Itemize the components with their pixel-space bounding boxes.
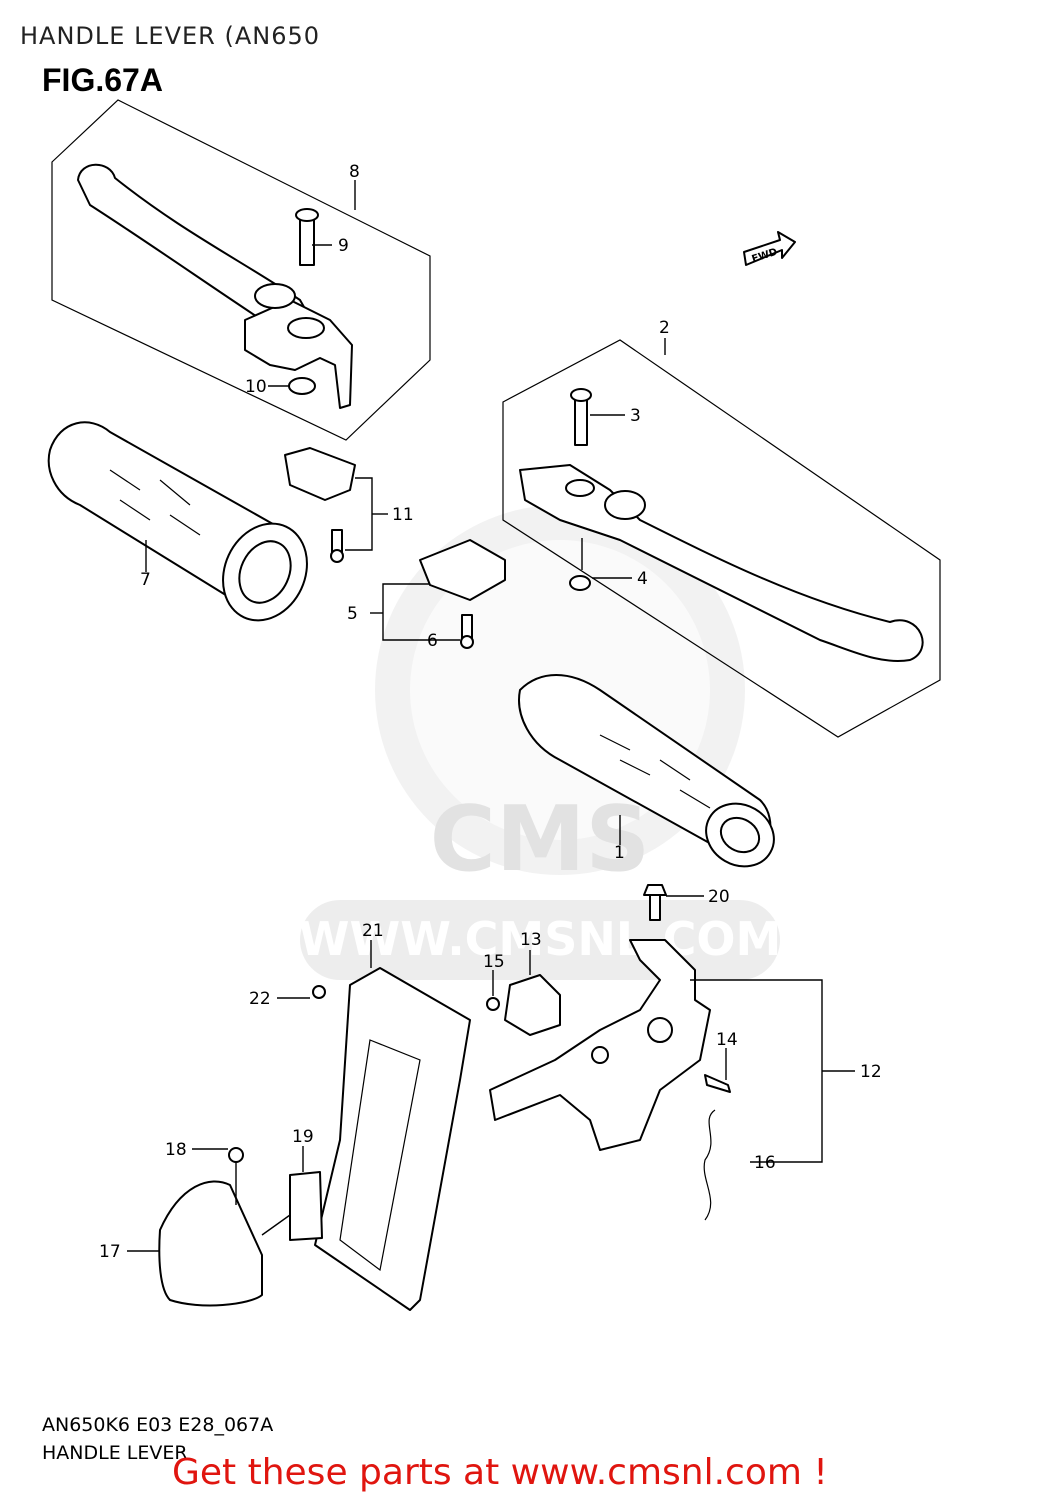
- figure-title: FIG.67A: [42, 62, 163, 98]
- callout-21: 21: [362, 921, 384, 941]
- callout-10: 10: [245, 377, 267, 397]
- callout-19: 19: [292, 1127, 314, 1147]
- left-grip: [47, 421, 308, 622]
- callout-15: 15: [483, 952, 505, 972]
- callout-8: 8: [349, 162, 360, 182]
- callout-22: 22: [249, 989, 271, 1009]
- callout-3: 3: [630, 406, 641, 426]
- callout-13: 13: [520, 930, 542, 950]
- right-grip: [518, 674, 775, 868]
- promo-link[interactable]: Get these parts at www.cmsnl.com !: [172, 1452, 828, 1493]
- callout-labels: 8 9 10 11 7 5 6 2 3 4 1 20 21 22 13 15: [99, 162, 882, 1262]
- fwd-arrow-icon: FWD: [743, 231, 796, 266]
- callout-9: 9: [338, 236, 349, 256]
- switch-13: [486, 974, 561, 1036]
- right-lever-assembly: [502, 339, 941, 738]
- callout-5: 5: [347, 604, 358, 624]
- callout-12: 12: [860, 1062, 882, 1082]
- pad-19: [289, 1171, 323, 1241]
- diagram-name: HANDLE LEVER: [42, 1442, 188, 1464]
- callout-16: 16: [754, 1153, 776, 1173]
- callout-6: 6: [427, 631, 438, 651]
- cover-17: [158, 1147, 263, 1307]
- callout-4: 4: [637, 569, 648, 589]
- callout-18: 18: [165, 1140, 187, 1160]
- callout-11: 11: [392, 505, 414, 525]
- callout-2: 2: [659, 318, 670, 338]
- watermark-logo: CMS: [430, 787, 650, 892]
- diagram-code: AN650K6 E03 E28_067A: [42, 1414, 274, 1436]
- callout-17: 17: [99, 1242, 121, 1262]
- callout-20: 20: [708, 887, 730, 907]
- bracket-12: [489, 884, 731, 1221]
- header-title: HANDLE LEVER (AN650: [20, 22, 321, 50]
- callout-1: 1: [614, 843, 625, 863]
- cover-21: [312, 967, 471, 1311]
- callout-7: 7: [140, 570, 151, 590]
- left-lever-assembly: [51, 99, 431, 441]
- watermark-text: WWW.CMSNL.COM: [299, 912, 782, 966]
- switch-5: [419, 539, 506, 649]
- switch-11: [284, 447, 356, 563]
- callout-14: 14: [716, 1030, 738, 1050]
